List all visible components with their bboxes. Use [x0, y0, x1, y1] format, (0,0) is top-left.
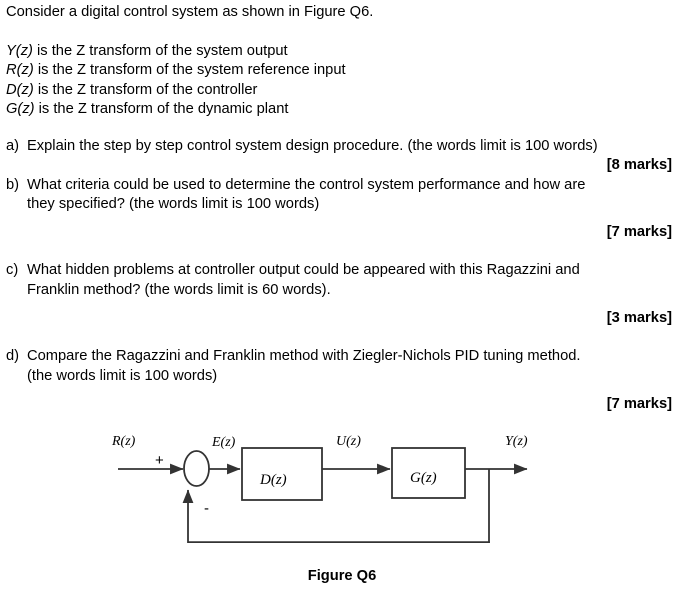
output-label: Y(z)	[505, 434, 528, 449]
question-item-a: a) Explain the step by step control syst…	[6, 137, 678, 156]
question-item-d: d) Compare the Ragazzini and Franklin me…	[6, 347, 678, 386]
question-list: a) Explain the step by step control syst…	[6, 137, 678, 414]
definition-symbol: Y(z)	[6, 43, 33, 59]
definition-text: is the Z transform of the controller	[33, 81, 258, 98]
question-line: Explain the step by step control system …	[27, 138, 598, 154]
marks-d: [7 marks]	[606, 395, 672, 412]
plant-block-label: G(z)	[410, 470, 437, 486]
spacer	[6, 386, 678, 395]
marks-b: [7 marks]	[606, 224, 672, 241]
plant-block	[391, 447, 466, 499]
marks-a: [8 marks]	[606, 157, 672, 174]
control-system-block-diagram: R(z) E(z) U(z) Y(z) + - D(z) G(z)	[0, 420, 684, 560]
spacer	[6, 328, 678, 347]
spacer	[6, 242, 678, 261]
figure-caption: Figure Q6	[307, 568, 377, 584]
question-body: What criteria could be used to determine…	[27, 176, 678, 215]
definition-line: R(z) is the Z transform of the system re…	[6, 61, 346, 80]
question-line: (the words limit is 100 words)	[27, 367, 218, 384]
question-body: Explain the step by step control system …	[27, 137, 678, 156]
definition-text: is the Z transform of the dynamic plant	[34, 100, 289, 117]
summing-junction	[183, 450, 210, 487]
marks-c: [3 marks]	[606, 310, 672, 327]
question-item-b: b) What criteria could be used to determ…	[6, 176, 678, 215]
question-marker: b)	[6, 176, 20, 193]
question-item-c: c) What hidden problems at controller ou…	[6, 261, 678, 300]
control-label: U(z)	[336, 434, 361, 449]
question-body: What hidden problems at controller outpu…	[27, 261, 678, 300]
definition-text: is the Z transform of the system output	[32, 43, 288, 59]
definition-symbol: G(z)	[6, 100, 35, 117]
plus-sign: +	[155, 452, 164, 469]
question-marker: d)	[6, 348, 20, 365]
controller-block	[241, 447, 323, 501]
definition-symbol: D(z)	[6, 81, 34, 98]
question-marker: c)	[6, 262, 19, 279]
question-line: What hidden problems at controller outpu…	[27, 262, 580, 279]
symbol-definitions: Y(z) is the Z transform of the system ou…	[6, 42, 346, 119]
definition-line: D(z) is the Z transform of the controlle…	[6, 81, 346, 100]
minus-sign: -	[204, 500, 209, 517]
question-line: Franklin method? (the words limit is 60 …	[27, 281, 331, 298]
question-line: Compare the Ragazzini and Franklin metho…	[27, 348, 581, 365]
question-line: What criteria could be used to determine…	[27, 176, 586, 193]
definition-text: is the Z transform of the system referen…	[33, 62, 346, 79]
spacer	[6, 214, 678, 223]
intro-paragraph: Consider a digital control system as sho…	[6, 4, 374, 20]
definition-symbol: R(z)	[6, 62, 34, 79]
controller-block-label: D(z)	[259, 472, 287, 488]
question-line: they specified? (the words limit is 100 …	[27, 195, 320, 212]
definition-line: Y(z) is the Z transform of the system ou…	[6, 42, 346, 61]
error-label: E(z)	[211, 435, 236, 450]
spacer	[6, 300, 678, 309]
definition-line: G(z) is the Z transform of the dynamic p…	[6, 100, 346, 119]
question-marker: a)	[6, 138, 20, 154]
reference-label: R(z)	[111, 434, 136, 449]
question-body: Compare the Ragazzini and Franklin metho…	[27, 347, 678, 386]
